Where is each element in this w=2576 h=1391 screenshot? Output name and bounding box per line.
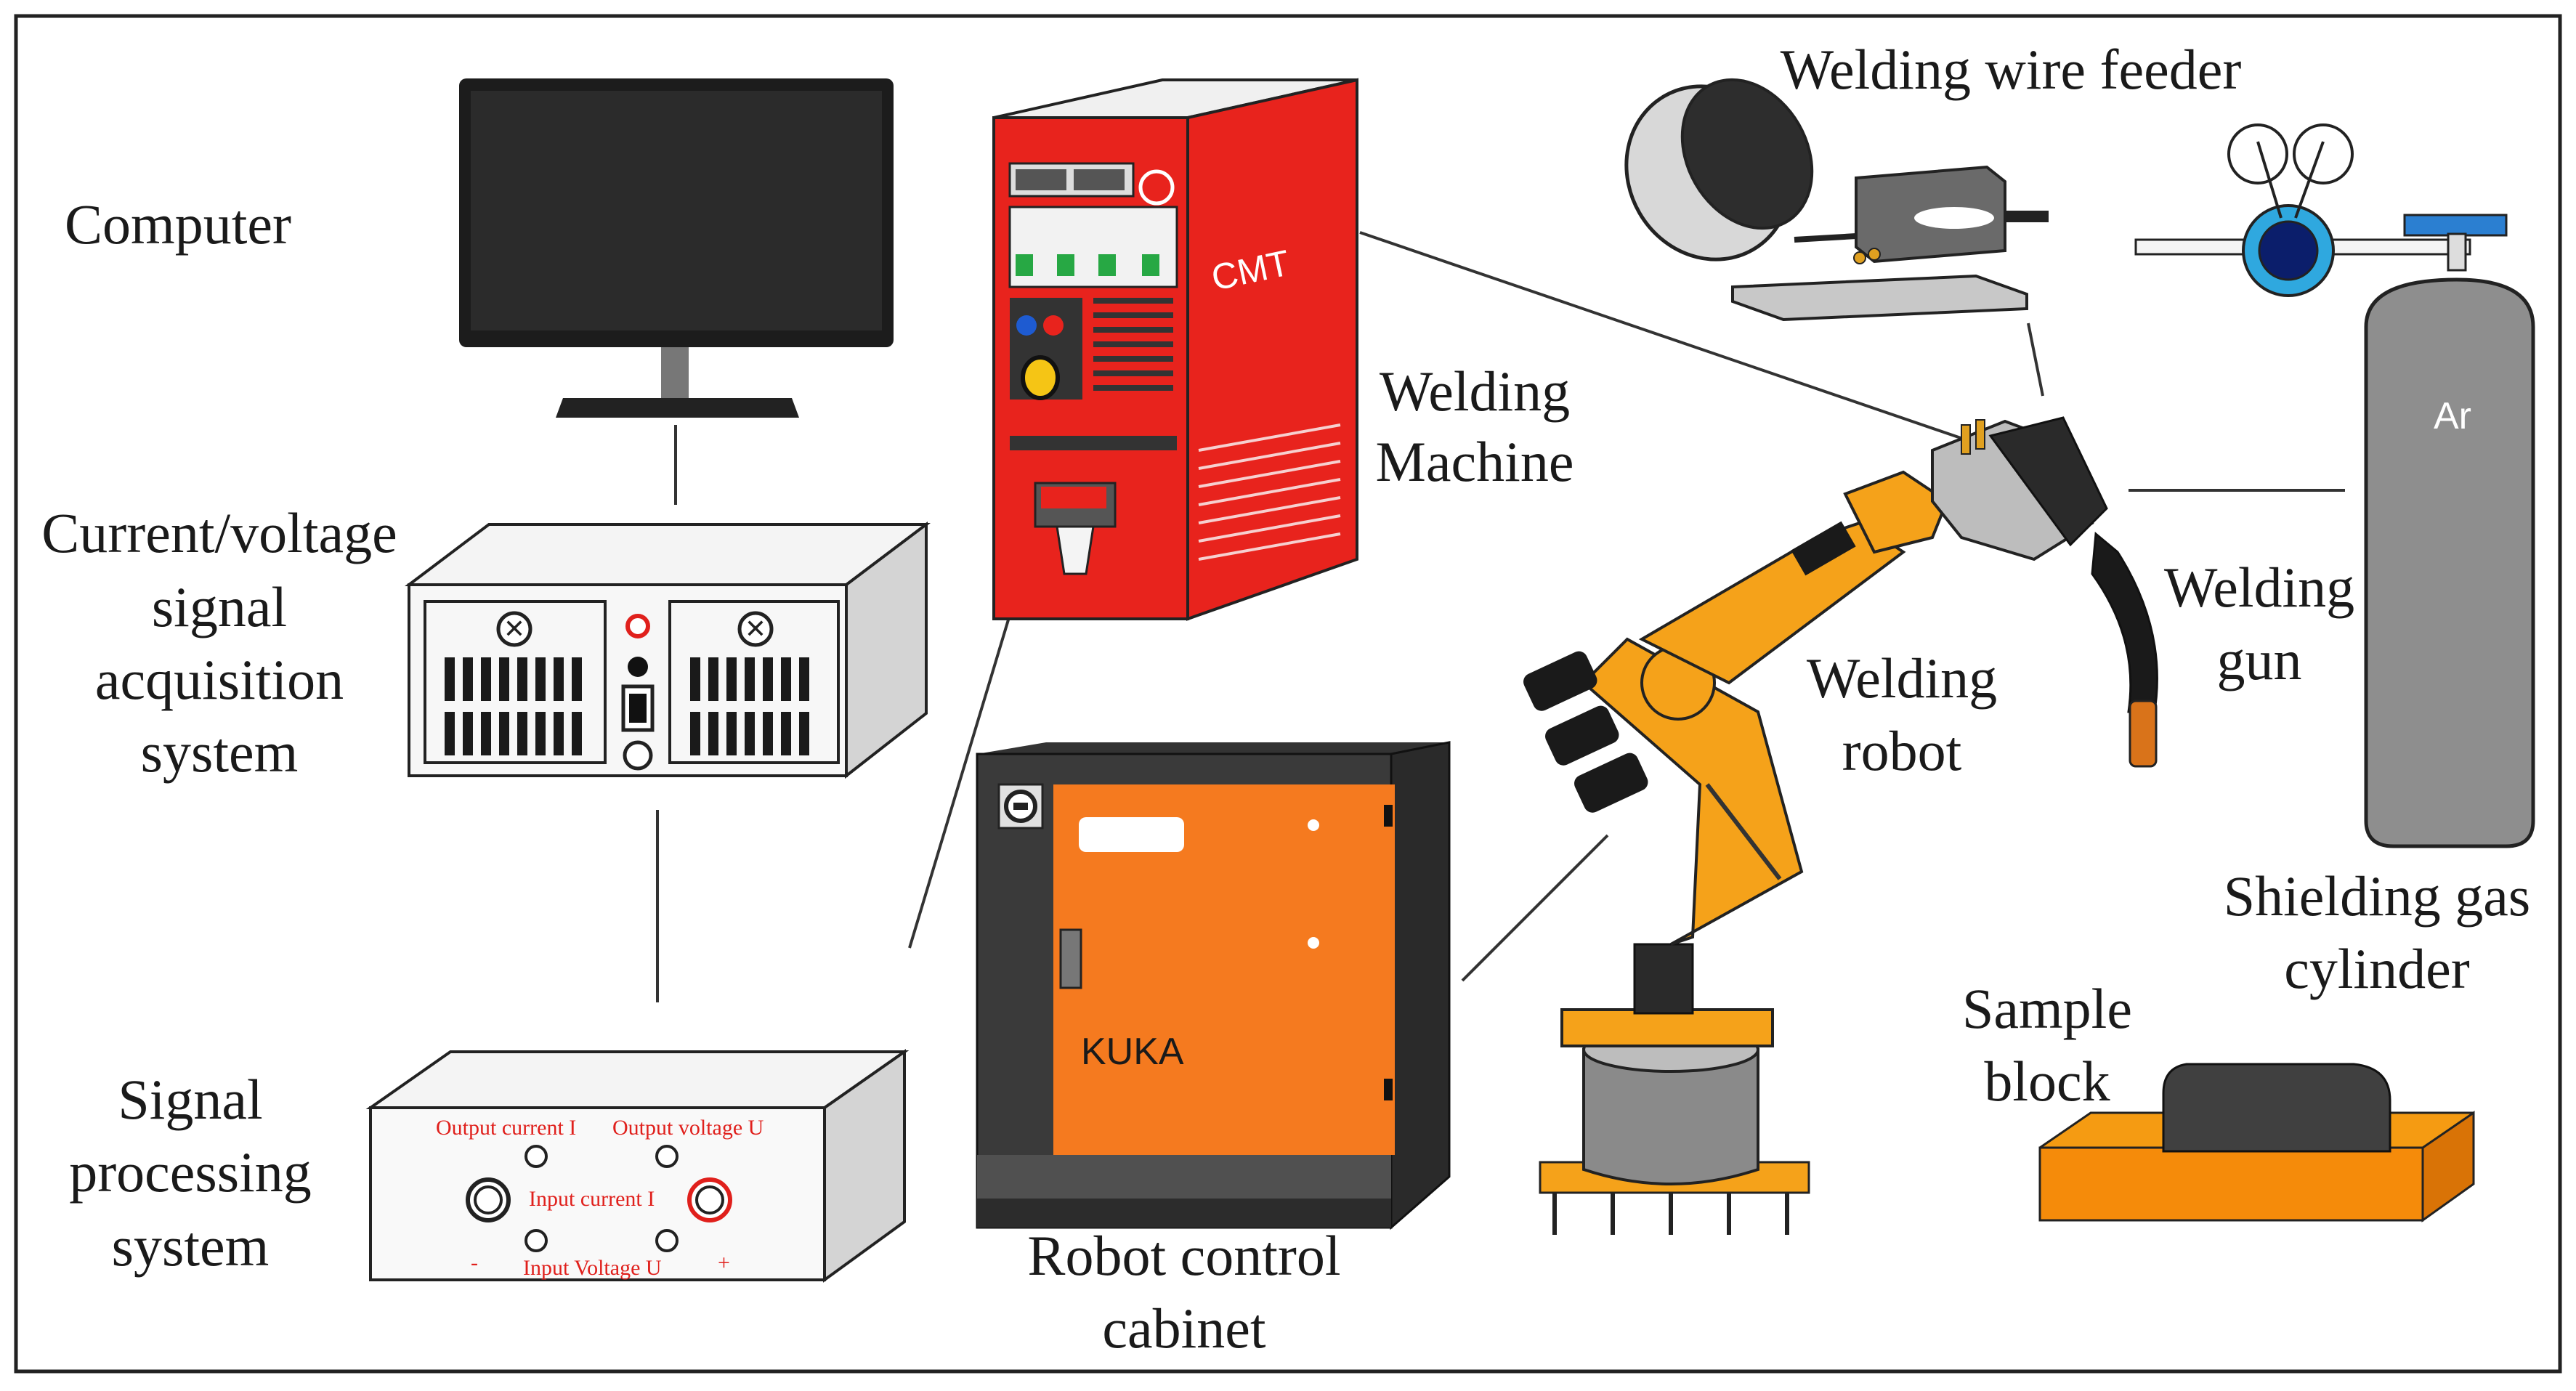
input-current-label: Input current I	[529, 1187, 655, 1211]
label-welding-machine-line1: Welding	[1380, 360, 1570, 423]
output-voltage-label: Output voltage U	[612, 1116, 764, 1140]
kuka-brand-text: KUKA	[1081, 1031, 1184, 1073]
shielding-gas-cylinder: Ar	[2364, 277, 2535, 848]
component-labels: Computer Current/voltage signal acquisit…	[41, 38, 2530, 1360]
line-machine-gun	[1359, 231, 1966, 441]
welding-robot	[1523, 416, 2158, 1235]
label-processing-line3: system	[112, 1214, 270, 1278]
label-welding-gun-line1: Welding	[2164, 556, 2354, 619]
label-gas-cylinder-line1: Shielding gas	[2224, 864, 2531, 928]
line-cabinet-robot	[1461, 834, 1609, 982]
label-welding-robot-line1: Welding	[1807, 646, 1997, 710]
label-processing-line2: processing	[69, 1140, 312, 1204]
label-welding-robot-line2: robot	[1842, 719, 1962, 782]
svg-text:✕: ✕	[745, 614, 766, 644]
welding-machine: CMT	[992, 78, 1358, 621]
minus-sign: -	[471, 1251, 478, 1275]
label-processing-line1: Signal	[118, 1068, 262, 1131]
svg-text:✕: ✕	[503, 614, 525, 644]
wire-feeder	[1624, 78, 2049, 322]
label-computer: Computer	[65, 192, 291, 256]
label-gas-cylinder-line2: cylinder	[2284, 937, 2470, 1000]
signal-processing-device: Output current I Output voltage U Input …	[365, 1049, 910, 1283]
label-acquisition-line3: acquisition	[95, 648, 344, 711]
line-machine-cabinet	[908, 609, 1013, 949]
computer-monitor	[459, 78, 894, 418]
robot-control-cabinet: KUKA	[976, 741, 1451, 1230]
line-feeder-gun	[2027, 323, 2044, 397]
label-sample-block-line1: Sample	[1962, 977, 2132, 1040]
label-welding-gun-line2: gun	[2217, 628, 2302, 692]
connection-lines	[656, 231, 2345, 1002]
label-acquisition-line4: system	[141, 721, 299, 784]
acquisition-device: ✕ ✕	[405, 521, 931, 779]
label-robot-cabinet-line1: Robot control	[1027, 1224, 1340, 1287]
gas-regulator	[2134, 123, 2508, 297]
label-acquisition-line2: signal	[152, 575, 287, 638]
label-robot-cabinet-line2: cabinet	[1102, 1297, 1266, 1360]
label-acquisition-line1: Current/voltage	[41, 501, 397, 564]
sample-block	[2038, 1063, 2475, 1222]
output-current-label: Output current I	[436, 1116, 576, 1140]
label-sample-block-line2: block	[1984, 1050, 2110, 1113]
label-wire-feeder: Welding wire feeder	[1781, 38, 2242, 101]
plus-sign: +	[718, 1251, 730, 1275]
label-welding-machine-line2: Machine	[1376, 430, 1574, 493]
input-voltage-label: Input Voltage U	[523, 1256, 662, 1280]
cylinder-ar-text: Ar	[2434, 395, 2471, 437]
